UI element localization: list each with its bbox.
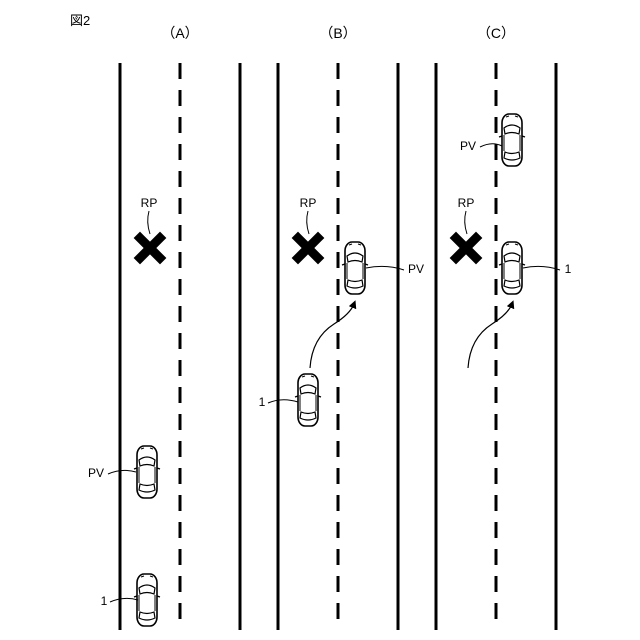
panel-b-title: （B）: [319, 25, 356, 41]
rp-leader: [465, 211, 467, 234]
rp-label: RP: [458, 196, 475, 210]
rp-label: RP: [141, 196, 158, 210]
x-mark-icon: [298, 238, 318, 258]
pv-label: PV: [408, 262, 424, 276]
pv-label: PV: [88, 466, 104, 480]
x-mark-icon: [456, 238, 476, 258]
car-top-view-icon: [342, 242, 368, 294]
panel-c-road: [436, 63, 556, 630]
ego-leader: [268, 400, 298, 403]
panel-b-road: [278, 63, 398, 630]
ego-label: 1: [101, 594, 108, 608]
panel-c-title: （C）: [477, 25, 515, 41]
car-top-view-icon: [499, 242, 525, 294]
car-top-view-icon: [295, 374, 321, 426]
curved-arrow-icon: [310, 304, 354, 368]
panel-c-content: PV RP 1: [456, 114, 572, 368]
panel-a-road: [120, 63, 240, 630]
x-mark-icon: [140, 238, 160, 258]
rp-leader: [148, 211, 150, 234]
ego-label: 1: [565, 262, 572, 276]
car-top-view-icon: [499, 114, 525, 166]
curved-arrow-icon: [468, 304, 512, 368]
car-top-view-icon: [134, 446, 160, 498]
panel-a-content: RP PV 1: [88, 196, 160, 626]
ego-label: 1: [259, 395, 266, 409]
pv-leader: [108, 470, 136, 474]
ego-leader: [110, 598, 138, 602]
pv-label: PV: [460, 139, 476, 153]
ego-leader: [523, 266, 560, 270]
pv-leader: [480, 144, 502, 147]
panel-a-title: （A）: [161, 25, 198, 41]
rp-leader: [307, 211, 309, 234]
rp-label: RP: [300, 196, 317, 210]
